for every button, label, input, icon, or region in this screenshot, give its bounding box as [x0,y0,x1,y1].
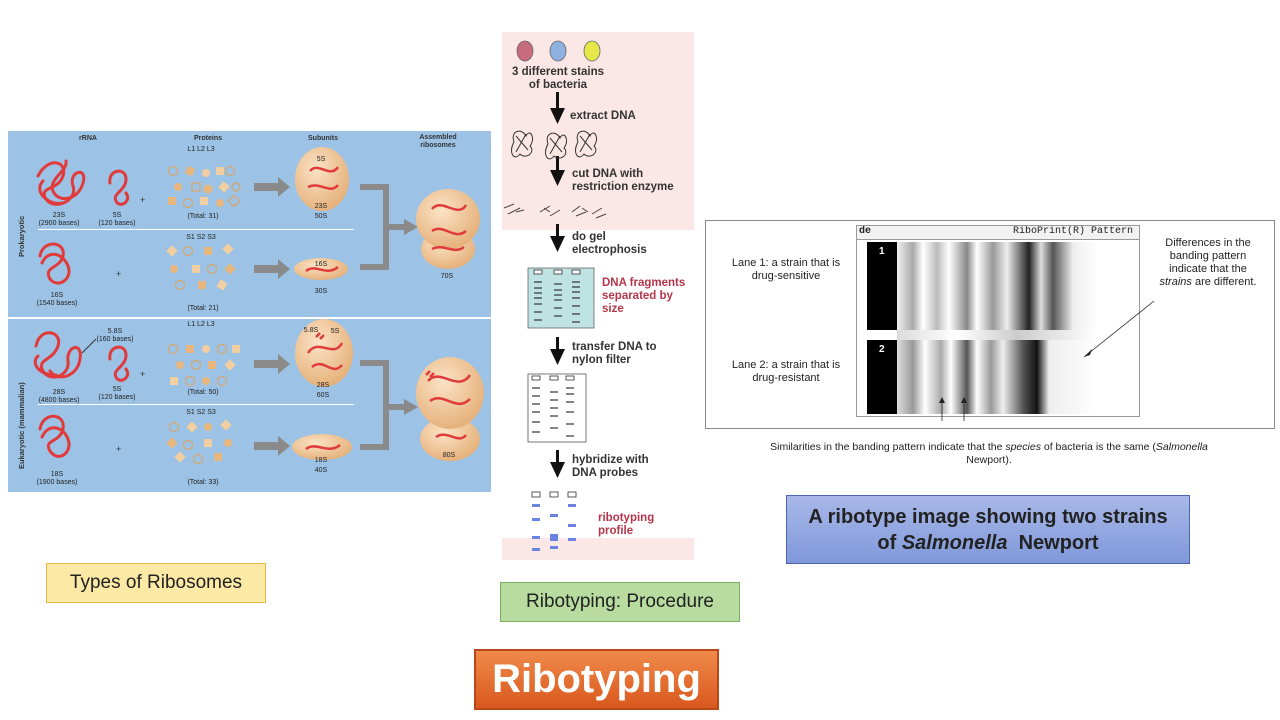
highlight-band [502,32,694,230]
down-arrows [550,92,565,478]
rrna-5s-loop [108,169,130,206]
label-total-50: (Total: 50) [187,389,219,396]
label-5s: 5S(120 bases) [98,212,136,227]
label-23s: 23S(2900 bases) [38,212,80,227]
types-of-ribosomes-label: Types of Ribosomes [46,563,266,603]
rrna-16s-tangle [38,242,71,285]
label-18s: 18S(1900 bases) [36,471,78,486]
label-28s: 28S(4800 bases) [38,389,80,404]
label-subunit-5s: 5S [316,156,326,163]
strain-dot-yellow [583,40,601,62]
svg-text:+: + [116,444,121,454]
annotation-arrows [939,300,1155,421]
divider [38,229,354,230]
lane1-bands [897,242,1097,330]
label-proteins-S: S1 S2 S3 [186,234,216,241]
highlight-band-bottom [502,538,694,560]
divider [38,404,354,405]
subunit-60s [295,319,353,387]
dna-tangles [511,130,597,160]
rrna-18s-tangle [38,414,71,458]
label-subunit-16s: 16S [314,261,328,268]
label-total-21: (Total: 21) [187,305,219,312]
lane2-bands [897,340,1097,414]
header-subunits: Subunits [308,135,338,142]
svg-text:+: + [140,195,145,205]
arrow-right [254,177,290,197]
procedure-label: Ribotyping: Procedure [500,582,740,622]
label-subunit-5-8s: 5.8S [303,327,319,334]
gel-bands [534,281,580,323]
label-subunit-40s: 40S [314,467,328,474]
svg-text:+: + [140,369,145,379]
lane2-marker: 2 [867,340,897,414]
label-subunit-28s: 28S [316,382,330,389]
assembled-80s [416,357,484,429]
label-5-8s: 5.8S(160 bases) [96,328,134,343]
step-extract-dna: extract DNA [570,110,636,122]
subunit-50s [295,147,349,211]
strain-dot-blue [549,40,567,62]
label-total-33: (Total: 33) [187,479,219,486]
filter-bands [532,387,574,437]
rrna-28s-tangle [33,331,82,379]
header-rrna: rRNA [79,135,97,142]
ribotype-image-figure: de RiboPrint(R) Pattern 1 2 Lane 1: a st… [705,220,1275,429]
procedure-drawing [503,40,607,551]
arrow-right [254,354,290,374]
rrna-23s-tangle [36,159,86,206]
rrna-5s-euka [108,345,130,382]
lane1-marker: 1 [867,242,897,330]
profile-bands [532,504,576,551]
ribosome-drawing: + + + + [33,147,484,465]
label-subunit-5s-euka: 5S [330,328,340,335]
label-80s: 80S [442,452,456,459]
label-subunit-30s: 30S [314,288,328,295]
riboprint-pattern: de RiboPrint(R) Pattern 1 2 [856,225,1140,417]
riboprint-header: de RiboPrint(R) Pattern [857,226,1139,240]
label-subunit-60s: 60S [316,392,330,399]
header-proteins: Proteins [193,135,222,142]
protein-dots-50s [167,165,241,209]
ribotype-image-label: A ribotype image showing two strains of … [786,495,1190,564]
protein-dots-30s [166,243,236,291]
label-subunit-50s: 50S [314,213,328,220]
label-16s: 16S(1540 bases) [36,292,78,307]
label-5s-euka: 5S(120 bases) [98,386,136,401]
protein-dots-40s [166,419,232,465]
label-subunit-18s: 18S [314,457,328,464]
dna-fragments [503,203,607,219]
strain-dot-red [516,40,534,62]
assembled-70s [416,189,480,249]
arrow-right [254,436,290,456]
label-proteins-S-euka: S1 S2 S3 [186,409,216,416]
label-70s: 70S [440,273,454,280]
protein-dots-60s [167,343,240,387]
label-subunit-23s: 23S [314,203,328,210]
arrow-right [254,259,290,279]
similarities-caption: Similarities in the banding pattern indi… [770,441,1208,466]
label-proteins-L: L1 L2 L3 [187,146,215,153]
label-total-31: (Total: 31) [187,213,219,220]
main-title: Ribotyping [474,649,719,710]
svg-text:+: + [116,269,121,279]
label-proteins-L-euka: L1 L2 L3 [187,321,215,328]
